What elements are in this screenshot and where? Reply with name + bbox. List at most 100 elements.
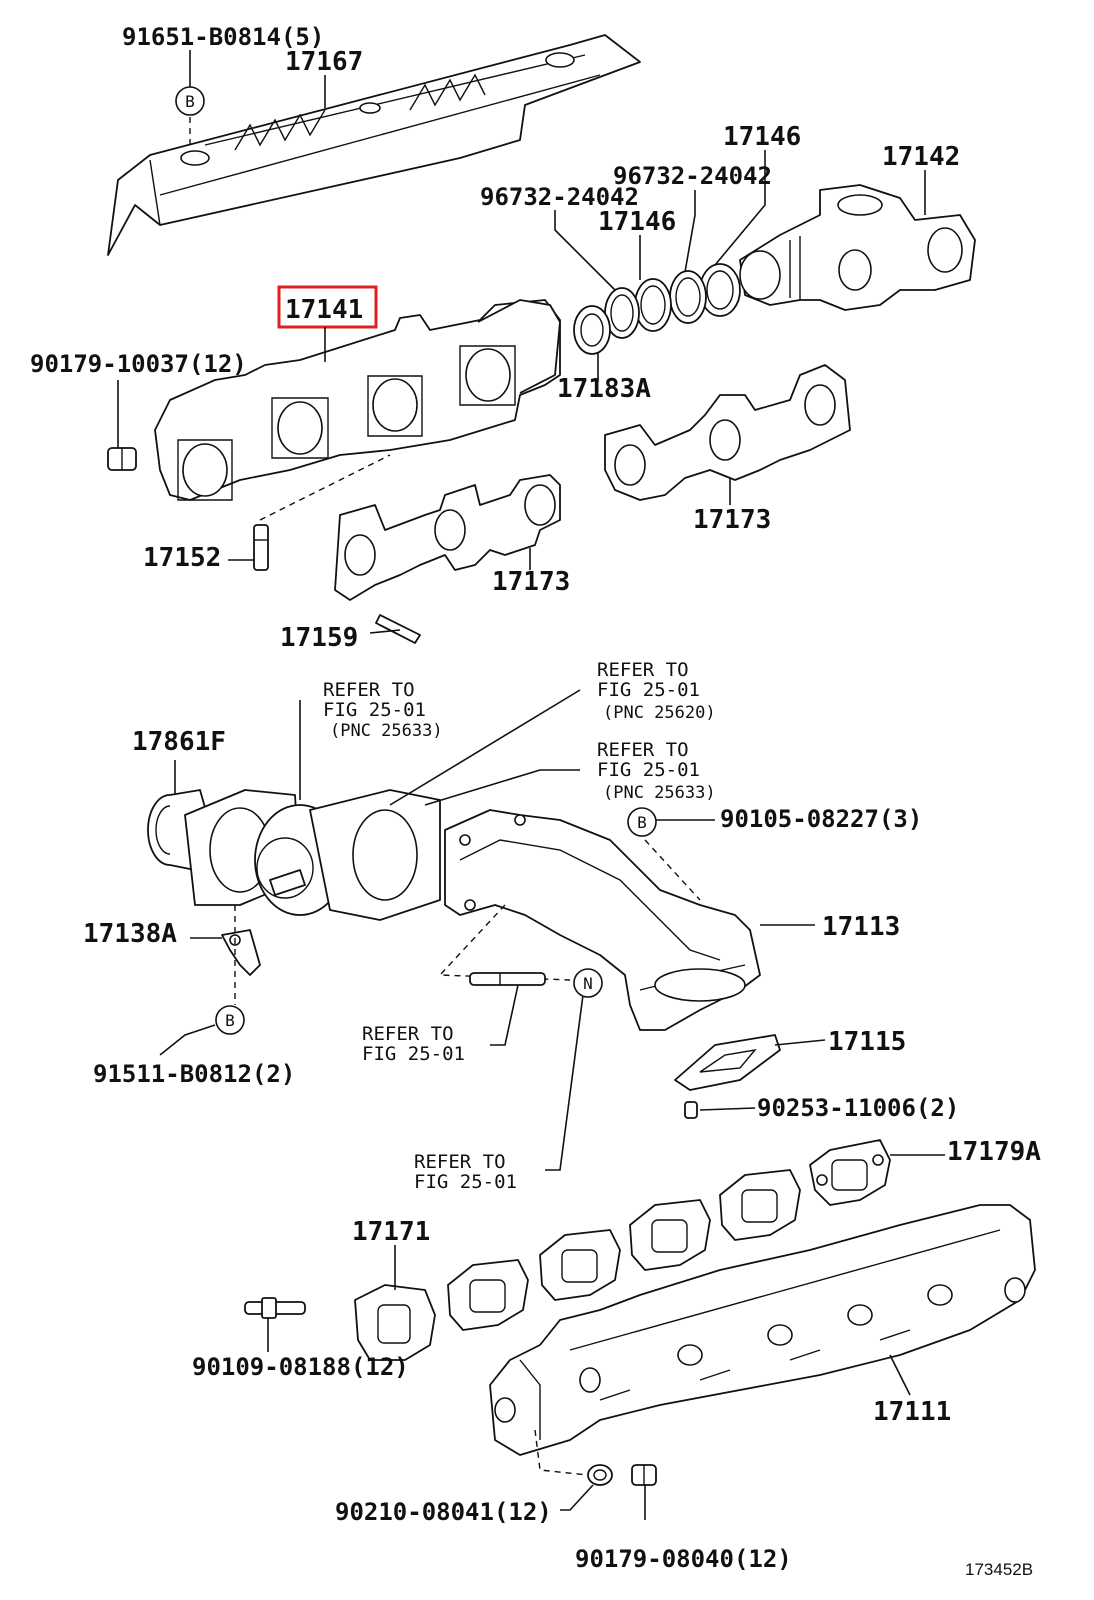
leader-91511 — [159, 1024, 216, 1056]
leader-ref5 — [545, 994, 584, 1171]
nut-90179-10037[interactable] — [107, 447, 137, 471]
label-17111[interactable]: 17111 — [873, 1397, 951, 1427]
leader-17152-dash — [259, 454, 391, 521]
label-17146-mid[interactable]: 17146 — [598, 207, 676, 237]
label-96732-24042-a[interactable]: 96732-24042 — [613, 162, 772, 190]
highlight-box-17141 — [277, 285, 378, 329]
bracket-17138A[interactable] — [221, 929, 261, 976]
leader-96732b — [554, 210, 616, 291]
label-17179A[interactable]: 17179A — [947, 1137, 1041, 1167]
leader-90105-dash — [644, 839, 701, 901]
svg-text:(PNC 25633): (PNC 25633) — [330, 721, 443, 741]
label-17146-top[interactable]: 17146 — [723, 122, 801, 152]
label-90210-08041[interactable]: 90210-08041(12) — [335, 1498, 552, 1526]
label-90253-11006[interactable]: 90253-11006(2) — [757, 1094, 959, 1122]
leader-ref3 — [424, 769, 580, 806]
svg-text:FIG 25-01: FIG 25-01 — [597, 759, 700, 781]
exhaust-pipe-17142[interactable] — [739, 184, 976, 311]
refer-to-25620[interactable]: REFER TO FIG 25-01 (PNC 25620) — [597, 659, 716, 723]
label-17173-front[interactable]: 17173 — [492, 567, 570, 597]
svg-text:REFER TO: REFER TO — [597, 659, 689, 681]
pipe-17113[interactable] — [444, 809, 761, 1031]
gasket-17179A-5[interactable] — [447, 1259, 529, 1331]
gasket-17179A-2[interactable] — [719, 1169, 801, 1241]
label-17142[interactable]: 17142 — [882, 142, 960, 172]
leader-90210-dash — [534, 1429, 589, 1476]
svg-text:B: B — [225, 1011, 235, 1030]
label-90179-08040[interactable]: 90179-08040(12) — [575, 1545, 792, 1573]
svg-text:N: N — [583, 974, 593, 993]
label-90105-08227[interactable]: 90105-08227(3) — [720, 805, 922, 833]
svg-text:FIG 25-01: FIG 25-01 — [323, 699, 426, 721]
svg-text:B: B — [637, 813, 647, 832]
label-17171[interactable]: 17171 — [352, 1217, 430, 1247]
gasket-ring-96732-a[interactable] — [669, 270, 707, 324]
label-17152[interactable]: 17152 — [143, 543, 221, 573]
label-96732-24042-b[interactable]: 96732-24042 — [480, 183, 639, 211]
label-90179-10037[interactable]: 90179-10037(12) — [30, 350, 247, 378]
leader-ref4 — [490, 984, 519, 1046]
label-91511-B0812[interactable]: 91511-B0812(2) — [93, 1060, 295, 1088]
stud-90109-08188[interactable] — [244, 1297, 306, 1319]
gasket-17179A-3[interactable] — [629, 1199, 711, 1271]
leader-17146a — [714, 150, 766, 266]
label-17861F[interactable]: 17861F — [132, 727, 226, 757]
label-90109-08188[interactable]: 90109-08188(12) — [192, 1353, 409, 1381]
label-17173-rear[interactable]: 17173 — [693, 505, 771, 535]
stud-17152[interactable] — [253, 524, 269, 571]
gasket-17179A-4[interactable] — [539, 1229, 621, 1301]
refer-to-25-01-a[interactable]: REFER TO FIG 25-01 — [362, 1023, 465, 1065]
exhaust-manifold-17141[interactable] — [154, 299, 561, 501]
stud-17159[interactable] — [375, 614, 421, 644]
gasket-17171[interactable] — [354, 1284, 436, 1361]
svg-text:REFER TO: REFER TO — [414, 1151, 506, 1173]
svg-text:FIG 25-01: FIG 25-01 — [597, 679, 700, 701]
label-17167[interactable]: 17167 — [285, 47, 363, 77]
exhaust-manifold-17111[interactable] — [489, 1204, 1036, 1456]
label-17138A[interactable]: 17138A — [83, 919, 177, 949]
leader-ref2 — [389, 689, 581, 806]
label-17183A[interactable]: 17183A — [557, 374, 651, 404]
svg-text:(PNC 25620): (PNC 25620) — [603, 703, 716, 723]
leader-17159 — [369, 629, 401, 634]
callout-n-1: N — [573, 968, 603, 998]
leader-17111 — [889, 1354, 911, 1396]
nut-90179-08040[interactable] — [631, 1464, 657, 1486]
pin-90253-11006[interactable] — [684, 1101, 698, 1119]
leader-17115 — [774, 1039, 826, 1046]
svg-text:FIG 25-01: FIG 25-01 — [362, 1043, 465, 1065]
label-17113[interactable]: 17113 — [822, 912, 900, 942]
callout-b-3: B — [215, 1005, 245, 1035]
diagram-id: 173452B — [965, 1560, 1033, 1579]
leader-96732a — [684, 190, 696, 273]
sleeve-17183A[interactable] — [573, 305, 611, 355]
refer-to-25-01-b[interactable]: REFER TO FIG 25-01 — [414, 1151, 517, 1193]
label-17159[interactable]: 17159 — [280, 623, 358, 653]
nut-90210-08041[interactable] — [587, 1464, 613, 1486]
svg-text:REFER TO: REFER TO — [597, 739, 689, 761]
leader-90253 — [699, 1107, 756, 1111]
label-17115[interactable]: 17115 — [828, 1027, 906, 1057]
gasket-ring-17146-b[interactable] — [634, 278, 672, 332]
svg-text:(PNC 25633): (PNC 25633) — [603, 783, 716, 803]
label-91651-B0814[interactable]: 91651-B0814(5) — [122, 23, 324, 51]
svg-text:B: B — [185, 92, 195, 111]
refer-to-25633-a[interactable]: REFER TO FIG 25-01 (PNC 25633) — [323, 679, 443, 741]
gasket-17173-rear[interactable] — [604, 364, 851, 501]
gasket-17115[interactable] — [674, 1034, 781, 1091]
callout-b-2: B — [627, 807, 657, 837]
refer-to-25633-b[interactable]: REFER TO FIG 25-01 (PNC 25633) — [597, 739, 716, 803]
svg-text:REFER TO: REFER TO — [362, 1023, 454, 1045]
gasket-ring-17146-a[interactable] — [699, 263, 741, 317]
flange-gasket-mid[interactable] — [309, 789, 441, 921]
svg-text:FIG 25-01: FIG 25-01 — [414, 1171, 517, 1193]
svg-text:REFER TO: REFER TO — [323, 679, 415, 701]
stud-ref-25-01[interactable] — [469, 972, 546, 986]
heat-insulator-17167[interactable] — [107, 34, 641, 256]
label-17141[interactable]: 17141 — [285, 295, 363, 325]
callout-b-1: B — [175, 86, 205, 116]
gasket-17173-front[interactable] — [334, 474, 561, 601]
leader-90210 — [560, 1484, 594, 1511]
gasket-17179A-1[interactable] — [809, 1139, 891, 1206]
